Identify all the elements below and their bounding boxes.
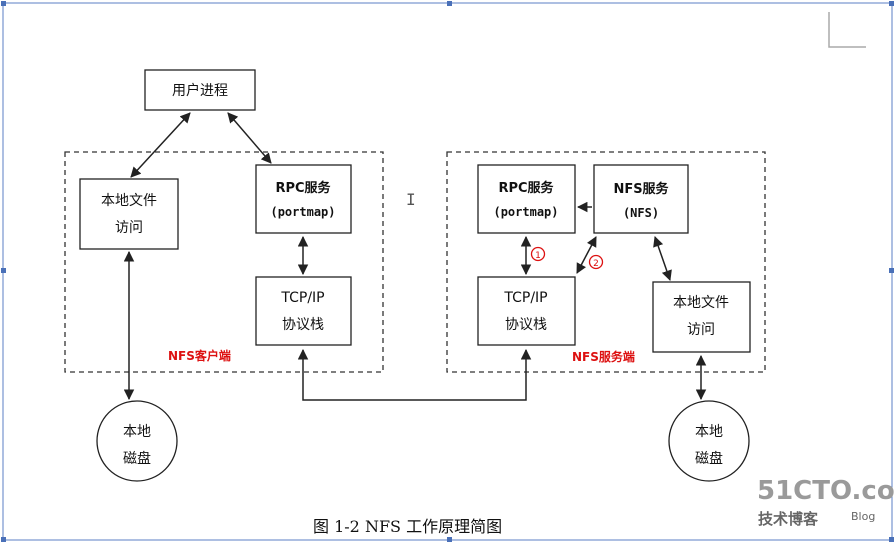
server-disk-label-1: 本地 (695, 424, 723, 440)
server-group (446, 151, 766, 373)
client-disk-label-1: 本地 (123, 424, 151, 440)
server-group-label: NFS服务端 (572, 349, 635, 364)
watermark-sub: 技术博客 (758, 510, 819, 528)
server-tcpip-box (477, 276, 576, 346)
svg-text:1: 1 (535, 251, 541, 261)
client-tcpip-box (255, 276, 352, 346)
server-rpc-label-2: (portmap) (493, 205, 558, 219)
client-local-file-box (79, 178, 179, 250)
client-tcpip-label-2: 协议栈 (282, 317, 324, 333)
client-local-file-label-1: 本地文件 (101, 193, 157, 209)
svg-text:2: 2 (593, 259, 599, 269)
server-tcpip-label-2: 协议栈 (505, 317, 547, 333)
server-rpc-label-1: RPC服务 (498, 180, 554, 196)
server-nfs-label-2: (NFS) (623, 206, 659, 220)
user-process-box (144, 69, 256, 111)
arrow-nfs-to-tcpip (576, 236, 597, 274)
client-rpc-label-1: RPC服务 (275, 180, 331, 196)
server-disk-label-2: 磁盘 (695, 450, 723, 467)
client-disk (96, 400, 178, 482)
arrow-user-to-local-file (130, 112, 191, 178)
server-rpc-box (477, 164, 576, 234)
watermark-brand: 51CTO.com (757, 476, 895, 506)
server-local-file-label-1: 本地文件 (673, 295, 729, 311)
client-group-label: NFS客户端 (168, 348, 231, 363)
client-group (64, 151, 384, 373)
arrow-nfs-to-local-file (653, 236, 672, 281)
client-local-file-label-2: 访问 (115, 220, 143, 236)
figure-caption: 图 1-2 NFS 工作原理简图 (313, 517, 502, 536)
server-nfs-box (593, 164, 689, 234)
step-marker-1: 1 (530, 246, 546, 262)
watermark-blog: Blog (851, 510, 875, 523)
client-disk-label-2: 磁盘 (123, 450, 151, 467)
server-tcpip-label-1: TCP/IP (503, 290, 547, 306)
client-rpc-label-2: (portmap) (270, 205, 335, 219)
client-tcpip-label-1: TCP/IP (280, 290, 324, 306)
client-rpc-box (255, 164, 352, 234)
server-disk (668, 400, 750, 482)
server-local-file-label-2: 访问 (687, 322, 715, 338)
server-nfs-label-1: NFS服务 (613, 181, 669, 197)
crop-mark (828, 12, 866, 48)
server-local-file-box (652, 281, 751, 353)
network-link (297, 348, 532, 401)
text-cursor-icon: I (406, 190, 416, 209)
user-process-label: 用户进程 (172, 82, 228, 99)
arrow-user-to-rpc (227, 112, 272, 164)
step-marker-2: 2 (588, 254, 604, 270)
